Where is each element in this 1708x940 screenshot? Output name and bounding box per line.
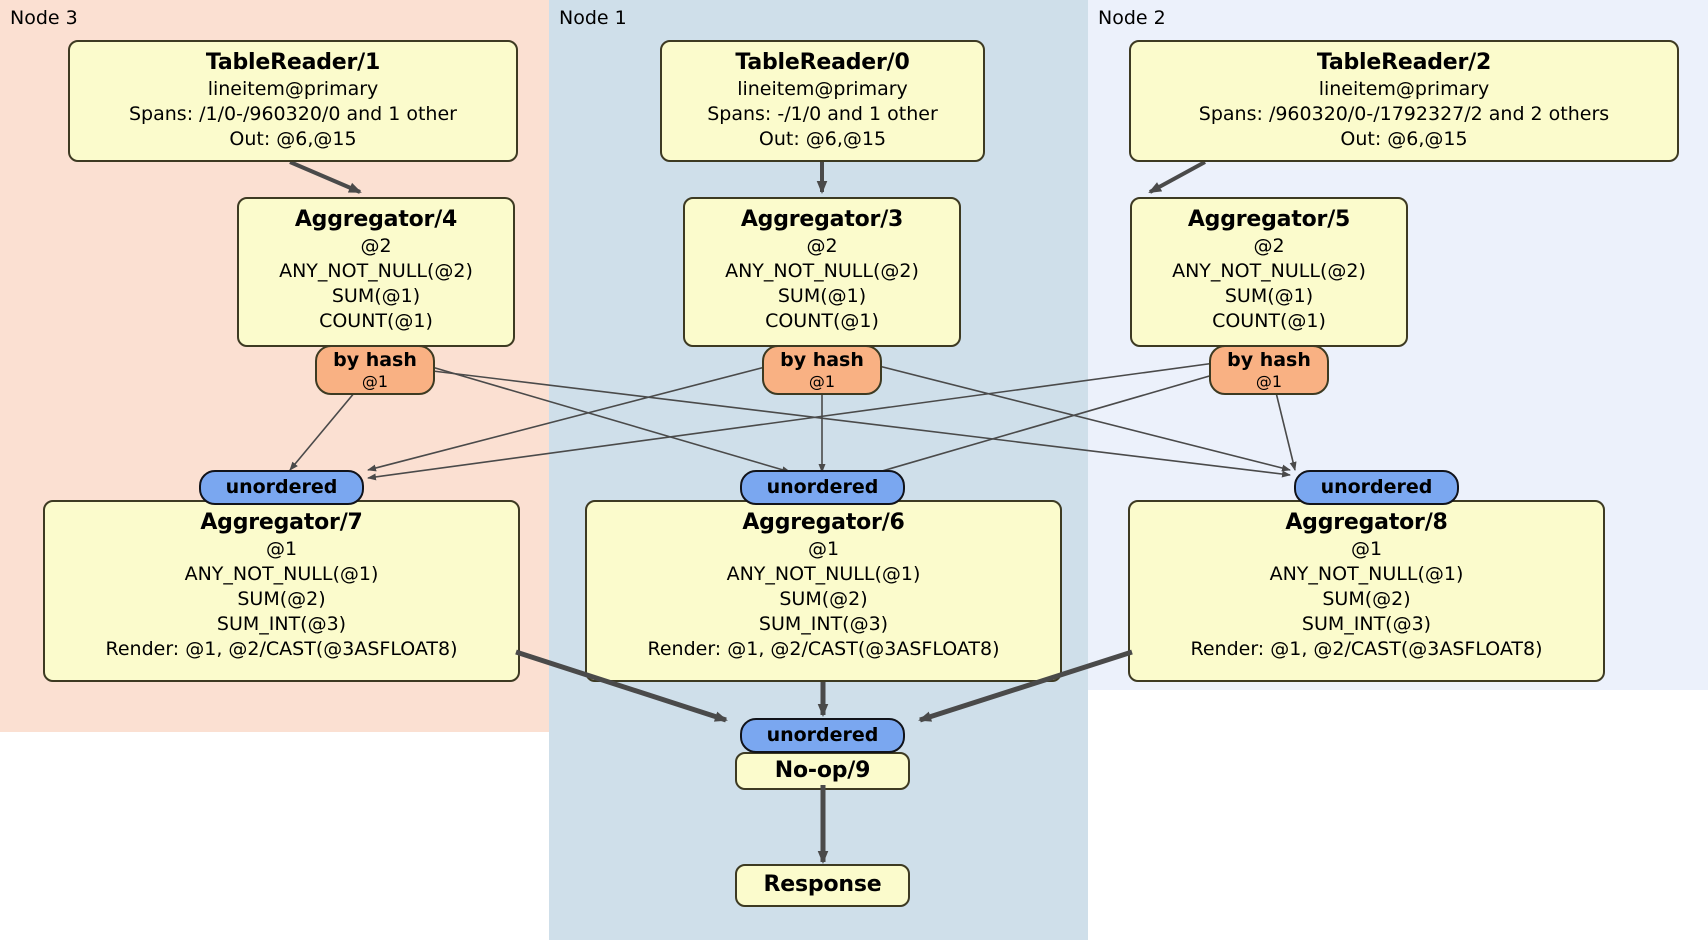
processor-title: Aggregator/8 [1285,510,1448,535]
processor-detail: SUM_INT(@3) [216,613,347,635]
processor-title: Response [763,872,882,897]
processor-detail: @2 [360,235,392,257]
processor-title: TableReader/1 [205,50,381,75]
hash-badge-column: @1 [1255,372,1283,391]
processor-detail: Out: @6,@15 [758,128,887,150]
processor-detail: COUNT(@1) [765,310,879,332]
processor-detail: SUM(@1) [331,285,421,307]
processor-detail: @1 [1350,538,1383,560]
hash-badge-column: @1 [361,372,389,391]
processor-detail: SUM_INT(@3) [1301,613,1432,635]
processor-detail: COUNT(@1) [1212,310,1326,332]
processor-detail: SUM(@2) [1322,588,1411,610]
unordered-badge-final[interactable]: unordered [740,718,905,753]
hash-badge-right[interactable]: by hash @1 [1209,345,1329,395]
processor-aggregator-3[interactable]: Aggregator/3 @2 ANY_NOT_NULL(@2) SUM(@1)… [683,197,961,347]
processor-aggregator-7[interactable]: Aggregator/7 @1 ANY_NOT_NULL(@1) SUM(@2)… [43,500,520,682]
processor-table-reader-1[interactable]: TableReader/1 lineitem@primary Spans: /1… [68,40,518,162]
processor-detail: lineitem@primary [207,78,379,100]
processor-aggregator-6[interactable]: Aggregator/6 @1 ANY_NOT_NULL(@1) SUM(@2)… [585,500,1062,682]
processor-title: Aggregator/4 [294,207,458,232]
unordered-badge-label: unordered [766,476,879,498]
processor-detail: ANY_NOT_NULL(@2) [725,260,919,282]
processor-aggregator-5[interactable]: Aggregator/5 @2 ANY_NOT_NULL(@2) SUM(@1)… [1130,197,1408,347]
processor-detail: ANY_NOT_NULL(@2) [1172,260,1366,282]
panel-label-node-2: Node 2 [1098,7,1166,29]
processor-detail: SUM(@1) [777,285,867,307]
processor-title: TableReader/2 [1316,50,1492,75]
unordered-badge-right[interactable]: unordered [1294,470,1459,505]
processor-title: No-op/9 [774,758,871,783]
processor-title: TableReader/0 [735,50,910,75]
processor-detail: @2 [806,235,838,257]
processor-detail: Out: @6,@15 [1340,128,1468,150]
processor-detail: SUM_INT(@3) [758,613,889,635]
unordered-badge-center[interactable]: unordered [740,470,905,505]
processor-title: Aggregator/7 [200,510,363,535]
hash-badge-label: by hash [333,349,417,371]
unordered-badge-label: unordered [1320,476,1433,498]
processor-detail: @1 [807,538,840,560]
processor-detail: SUM(@1) [1224,285,1314,307]
panel-label-node-1: Node 1 [559,7,627,29]
processor-aggregator-8[interactable]: Aggregator/8 @1 ANY_NOT_NULL(@1) SUM(@2)… [1128,500,1605,682]
processor-detail: Render: @1, @2/CAST(@3ASFLOAT8) [647,638,1000,660]
unordered-badge-left[interactable]: unordered [199,470,364,505]
processor-detail: ANY_NOT_NULL(@1) [726,563,921,585]
processor-detail: Spans: /960320/0-/1792327/2 and 2 others [1198,103,1610,125]
hash-badge-label: by hash [780,349,864,371]
processor-detail: @2 [1253,235,1285,257]
processor-response[interactable]: Response [735,864,910,907]
processor-detail: SUM(@2) [237,588,326,610]
processor-detail: ANY_NOT_NULL(@1) [1269,563,1464,585]
processor-no-op-9[interactable]: No-op/9 [735,752,910,790]
hash-badge-left[interactable]: by hash @1 [315,345,435,395]
processor-detail: COUNT(@1) [319,310,433,332]
processor-title: Aggregator/5 [1187,207,1351,232]
processor-detail: SUM(@2) [779,588,868,610]
processor-detail: Spans: /1/0-/960320/0 and 1 other [129,103,457,125]
panel-label-node-3: Node 3 [10,7,78,29]
processor-detail: lineitem@primary [737,78,908,100]
unordered-badge-label: unordered [225,476,338,498]
processor-detail: @1 [265,538,298,560]
processor-detail: ANY_NOT_NULL(@1) [184,563,379,585]
processor-title: Aggregator/6 [742,510,905,535]
processor-detail: lineitem@primary [1318,78,1490,100]
hash-badge-column: @1 [808,372,836,391]
processor-detail: Spans: -/1/0 and 1 other [707,103,938,125]
processor-detail: Out: @6,@15 [229,128,357,150]
processor-title: Aggregator/3 [740,207,904,232]
unordered-badge-label: unordered [766,724,879,746]
hash-badge-label: by hash [1227,349,1311,371]
processor-detail: ANY_NOT_NULL(@2) [279,260,473,282]
processor-table-reader-2[interactable]: TableReader/2 lineitem@primary Spans: /9… [1129,40,1679,162]
processor-detail: Render: @1, @2/CAST(@3ASFLOAT8) [1190,638,1543,660]
hash-badge-center[interactable]: by hash @1 [762,345,882,395]
processor-aggregator-4[interactable]: Aggregator/4 @2 ANY_NOT_NULL(@2) SUM(@1)… [237,197,515,347]
processor-detail: Render: @1, @2/CAST(@3ASFLOAT8) [105,638,458,660]
processor-table-reader-0[interactable]: TableReader/0 lineitem@primary Spans: -/… [660,40,985,162]
